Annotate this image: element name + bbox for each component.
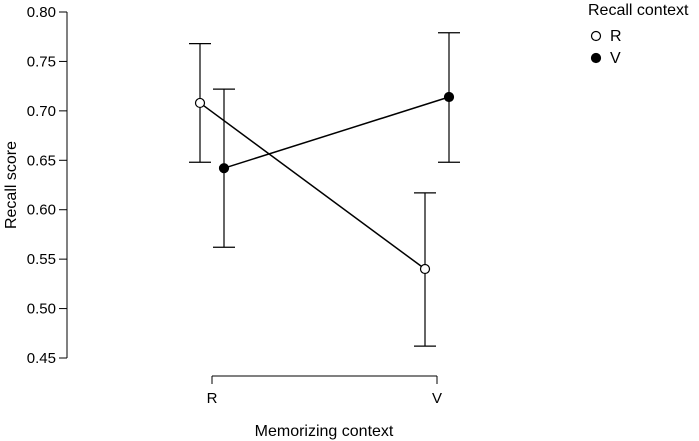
x-tick-label: R bbox=[207, 390, 218, 407]
series-v bbox=[213, 32, 460, 248]
legend-marker bbox=[590, 52, 602, 64]
series-line bbox=[223, 96, 450, 169]
legend: Recall context RV bbox=[588, 2, 689, 67]
legend-label: V bbox=[610, 50, 621, 67]
legend-title: Recall context bbox=[588, 2, 689, 19]
data-point bbox=[194, 97, 206, 109]
y-tick-label: 0.45 bbox=[27, 350, 56, 367]
y-tick-label: 0.55 bbox=[27, 251, 56, 268]
y-tick-label: 0.80 bbox=[27, 4, 56, 21]
legend-marker bbox=[590, 30, 602, 42]
y-tick-label: 0.65 bbox=[27, 152, 56, 169]
y-tick-label: 0.50 bbox=[27, 301, 56, 318]
series-r bbox=[189, 43, 436, 347]
x-tick-label: V bbox=[432, 390, 442, 407]
y-tick-label: 0.75 bbox=[27, 53, 56, 70]
y-tick-label: 0.60 bbox=[27, 202, 56, 219]
plot-area bbox=[189, 32, 460, 347]
series-line bbox=[199, 102, 426, 270]
data-point bbox=[218, 163, 230, 174]
data-point bbox=[419, 263, 431, 275]
legend-label: R bbox=[610, 28, 622, 45]
y-axis: 0.45 0.50 0.55 0.60 0.65 0.70 0.75 0.80 bbox=[27, 4, 68, 367]
y-axis-title: Recall score bbox=[3, 141, 20, 229]
y-tick-label: 0.70 bbox=[27, 103, 56, 120]
x-axis-title: Memorizing context bbox=[255, 423, 394, 440]
data-point bbox=[443, 91, 455, 103]
